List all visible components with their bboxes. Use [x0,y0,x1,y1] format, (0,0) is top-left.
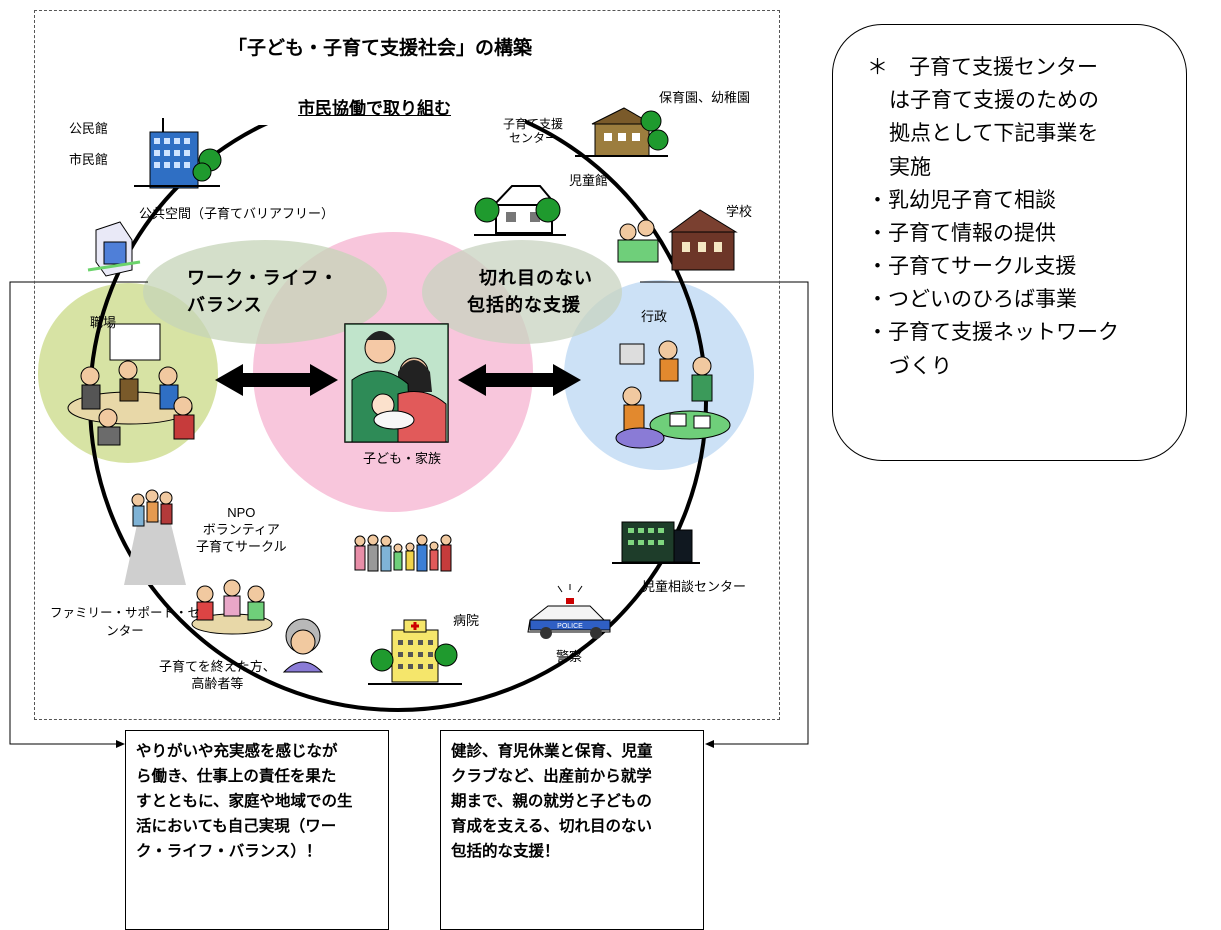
diagram-frame [34,10,780,720]
bottom-right-line: 育成を支える、切れ目のない [451,818,653,836]
note-line: 実施 [889,154,931,179]
bottom-left-line: ク・ライフ・バランス）！ [136,843,322,861]
note-item: ・子育てサークル支援 [867,254,1077,279]
label-public-space: 公共空間（子育てバリアフリー） [139,206,335,221]
label-family-support-line1: ファミリー・サポート・セ [50,606,201,620]
hospital-icon [368,619,462,685]
label-elderly: 子育てを終えた方、 高齢者等 [159,659,276,693]
family-picture-icon [344,323,449,443]
bottom-left-line: すとともに、家庭や地域での生 [136,793,353,811]
label-government: 行政 [641,309,668,324]
bottom-right-line: 包括的な支援！ [451,843,560,861]
workplace-meeting-icon [67,323,195,446]
diagram-subtitle: 市民協働で取り組む [298,99,451,118]
child-consult-building-icon [612,521,700,564]
label-elderly-line1: 子育てを終えた方、 [159,659,276,674]
support-center-note: ＊ 子育て支援センター は子育て支援のための 拠点として下記事業を 実施 ・乳幼… [832,24,1187,461]
diagram-title: 「子ども・子育て支援社会」の構築 [228,38,533,59]
label-family-support: ファミリー・サポート・セ ンター [50,604,200,640]
label-npo-line1: NPO [227,505,256,520]
police-car-icon: POLICE [527,584,611,639]
right-connector [640,281,809,745]
bottom-right-line: クラブなど、出産前から就学 [451,768,652,786]
note-item: ・乳幼児子育て相談 [867,187,1056,212]
bottom-left-line: 活においても自己実現（ワー [136,818,337,836]
support-center-house-icon [575,107,669,157]
label-kominkan: 公民館 [69,121,109,136]
seamless-ellipse-line1: 切れ目のない [479,268,593,288]
label-npo: NPO ボランティア 子育てサークル [196,505,287,556]
wlb-ellipse-line1: ワーク・ライフ・ [187,268,339,288]
bottom-left-box: やりがいや充実感を感じなが ら働き、仕事上の責任を果た すとともに、家庭や地域で… [125,730,389,930]
bottom-right-box: 健診、育児休業と保育、児童 クラブなど、出産前から就学 期まで、親の就労と子ども… [440,730,704,930]
label-npo-line2: ボランティア [202,521,280,537]
right-double-arrow [458,364,581,396]
seamless-ellipse-line2: 包括的な支援 [467,295,581,315]
label-hospital: 病院 [453,613,480,628]
bottom-left-line: やりがいや充実感を感じなが [136,743,338,760]
label-npo-line3: 子育てサークル [196,538,287,554]
label-support-center-line2: センター [509,130,558,145]
label-support-center: 子育て支援 センター [503,117,564,146]
family-support-icon [191,579,273,635]
seamless-ellipse [422,240,622,344]
label-shiminkan: 市民館 [69,152,109,167]
note-line: づくり [889,353,952,378]
label-jidokan: 児童館 [569,173,609,188]
shop-icon [87,221,141,277]
label-child-family: 子ども・家族 [363,451,442,466]
label-child-consult: 児童相談センター [642,579,747,594]
bottom-right-line: 健診、育児休業と保育、児童 [451,743,653,760]
note-item: ・つどいのひろば事業 [867,287,1077,312]
note-item: ・子育て情報の提供 [867,220,1056,245]
school-icon [617,209,738,271]
left-connector [9,281,148,745]
label-family-support-line2: ンター [106,624,144,639]
left-double-arrow [215,364,338,396]
police-car-text: POLICE [557,623,583,630]
seamless-ellipse-text: 切れ目のない 包括的な支援 [467,265,593,319]
jidokan-house-icon [474,185,566,236]
government-office-icon [615,340,731,449]
label-support-center-line1: 子育て支援 [503,117,564,131]
kominkan-building-icon [134,118,222,189]
bottom-left-line: ら働き、仕事上の責任を果た [136,768,337,786]
label-police: 警察 [556,649,583,664]
note-line: ＊ 子育て支援センター [867,55,1098,79]
people-row-icon [354,534,452,572]
label-elderly-line2: 高齢者等 [191,675,244,691]
elderly-person-icon [282,618,324,673]
wlb-ellipse [143,240,387,344]
note-item: ・子育て支援ネットワーク [867,320,1119,345]
note-line: 拠点として下記事業を [889,121,1099,146]
label-school: 学校 [726,204,753,219]
wlb-ellipse-line2: バランス [187,295,263,315]
note-line: は子育て支援のための [889,88,1099,113]
bottom-right-line: 期まで、親の就労と子どもの [451,793,652,811]
wlb-ellipse-text: ワーク・ライフ・ バランス [187,265,339,319]
label-workplace: 職場 [90,315,117,330]
label-nursery: 保育園、幼稚園 [659,90,751,105]
walkers-icon [124,489,186,585]
